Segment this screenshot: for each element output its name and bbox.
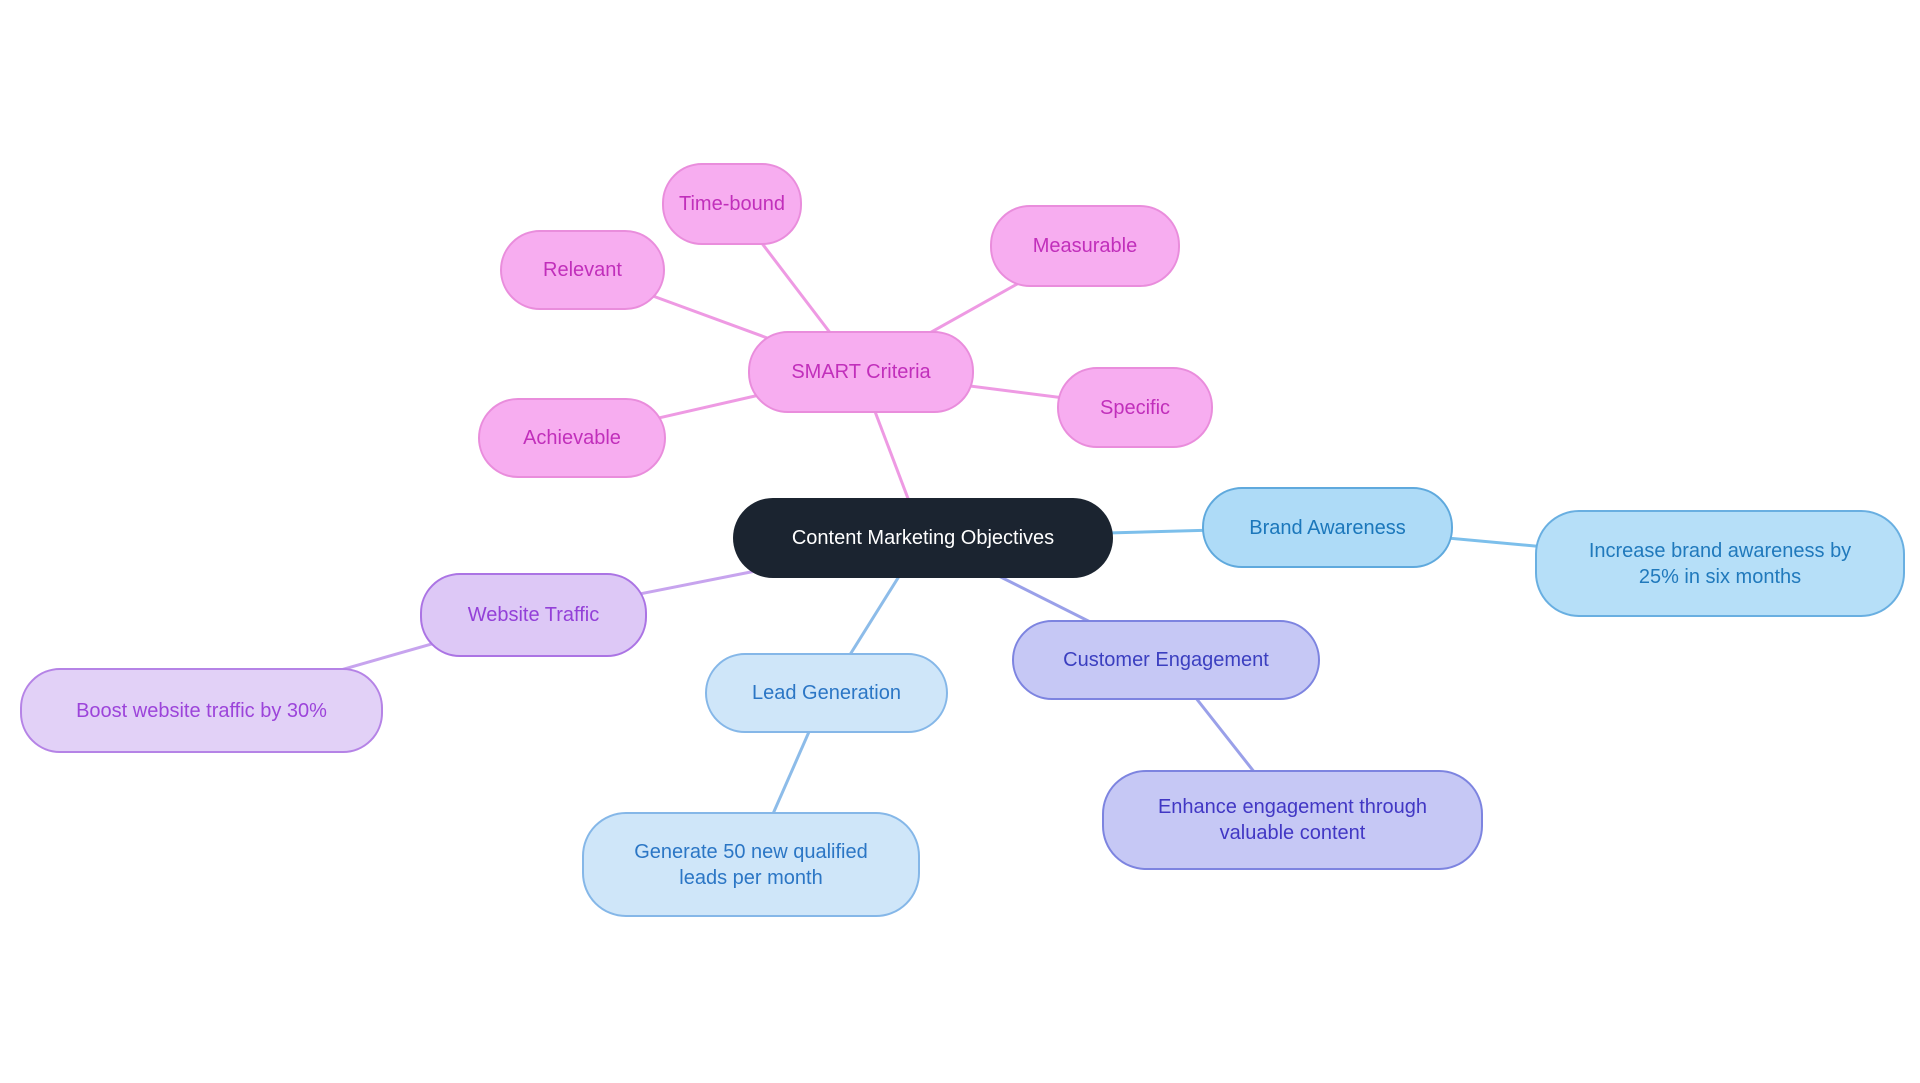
note-increase-brand-awareness[interactable]: Increase brand awareness by 25% in six m… bbox=[1535, 510, 1905, 617]
subtopic-achievable[interactable]: Achievable bbox=[478, 398, 666, 478]
branch-website-traffic[interactable]: Website Traffic bbox=[420, 573, 647, 657]
branch-customer-engagement[interactable]: Customer Engagement bbox=[1012, 620, 1320, 700]
root-node[interactable]: Content Marketing Objectives bbox=[733, 498, 1113, 578]
subtopic-specific[interactable]: Specific bbox=[1057, 367, 1213, 448]
node-label: Time-bound bbox=[679, 193, 785, 215]
branch-brand-awareness[interactable]: Brand Awareness bbox=[1202, 487, 1453, 568]
node-label: Generate 50 new qualified leads per mont… bbox=[634, 840, 868, 889]
node-label: Increase brand awareness by 25% in six m… bbox=[1588, 539, 1852, 588]
note-enhance-engagement[interactable]: Enhance engagement through valuable cont… bbox=[1102, 770, 1483, 870]
node-label: Brand Awareness bbox=[1249, 516, 1406, 539]
node-label: Customer Engagement bbox=[1063, 649, 1269, 671]
node-label: Specific bbox=[1099, 396, 1171, 419]
node-label: Relevant bbox=[543, 259, 622, 281]
node-label: Achievable bbox=[523, 427, 621, 449]
node-label: Content Marketing Objectives bbox=[791, 527, 1055, 549]
subtopic-measurable[interactable]: Measurable bbox=[990, 205, 1180, 287]
node-label: Boost website traffic by 30% bbox=[76, 699, 327, 722]
note-generate-leads[interactable]: Generate 50 new qualified leads per mont… bbox=[582, 812, 920, 917]
branch-smart-criteria[interactable]: SMART Criteria bbox=[748, 331, 974, 413]
node-label: Website Traffic bbox=[467, 604, 600, 626]
branch-lead-generation[interactable]: Lead Generation bbox=[705, 653, 948, 733]
node-label: Lead Generation bbox=[751, 682, 901, 704]
node-label: SMART Criteria bbox=[791, 361, 931, 383]
node-label: Measurable bbox=[1032, 235, 1138, 257]
note-boost-website-traffic[interactable]: Boost website traffic by 30% bbox=[20, 668, 383, 753]
subtopic-time-bound[interactable]: Time-bound bbox=[662, 163, 802, 245]
node-label: Enhance engagement through valuable cont… bbox=[1157, 796, 1428, 844]
subtopic-relevant[interactable]: Relevant bbox=[500, 230, 665, 310]
